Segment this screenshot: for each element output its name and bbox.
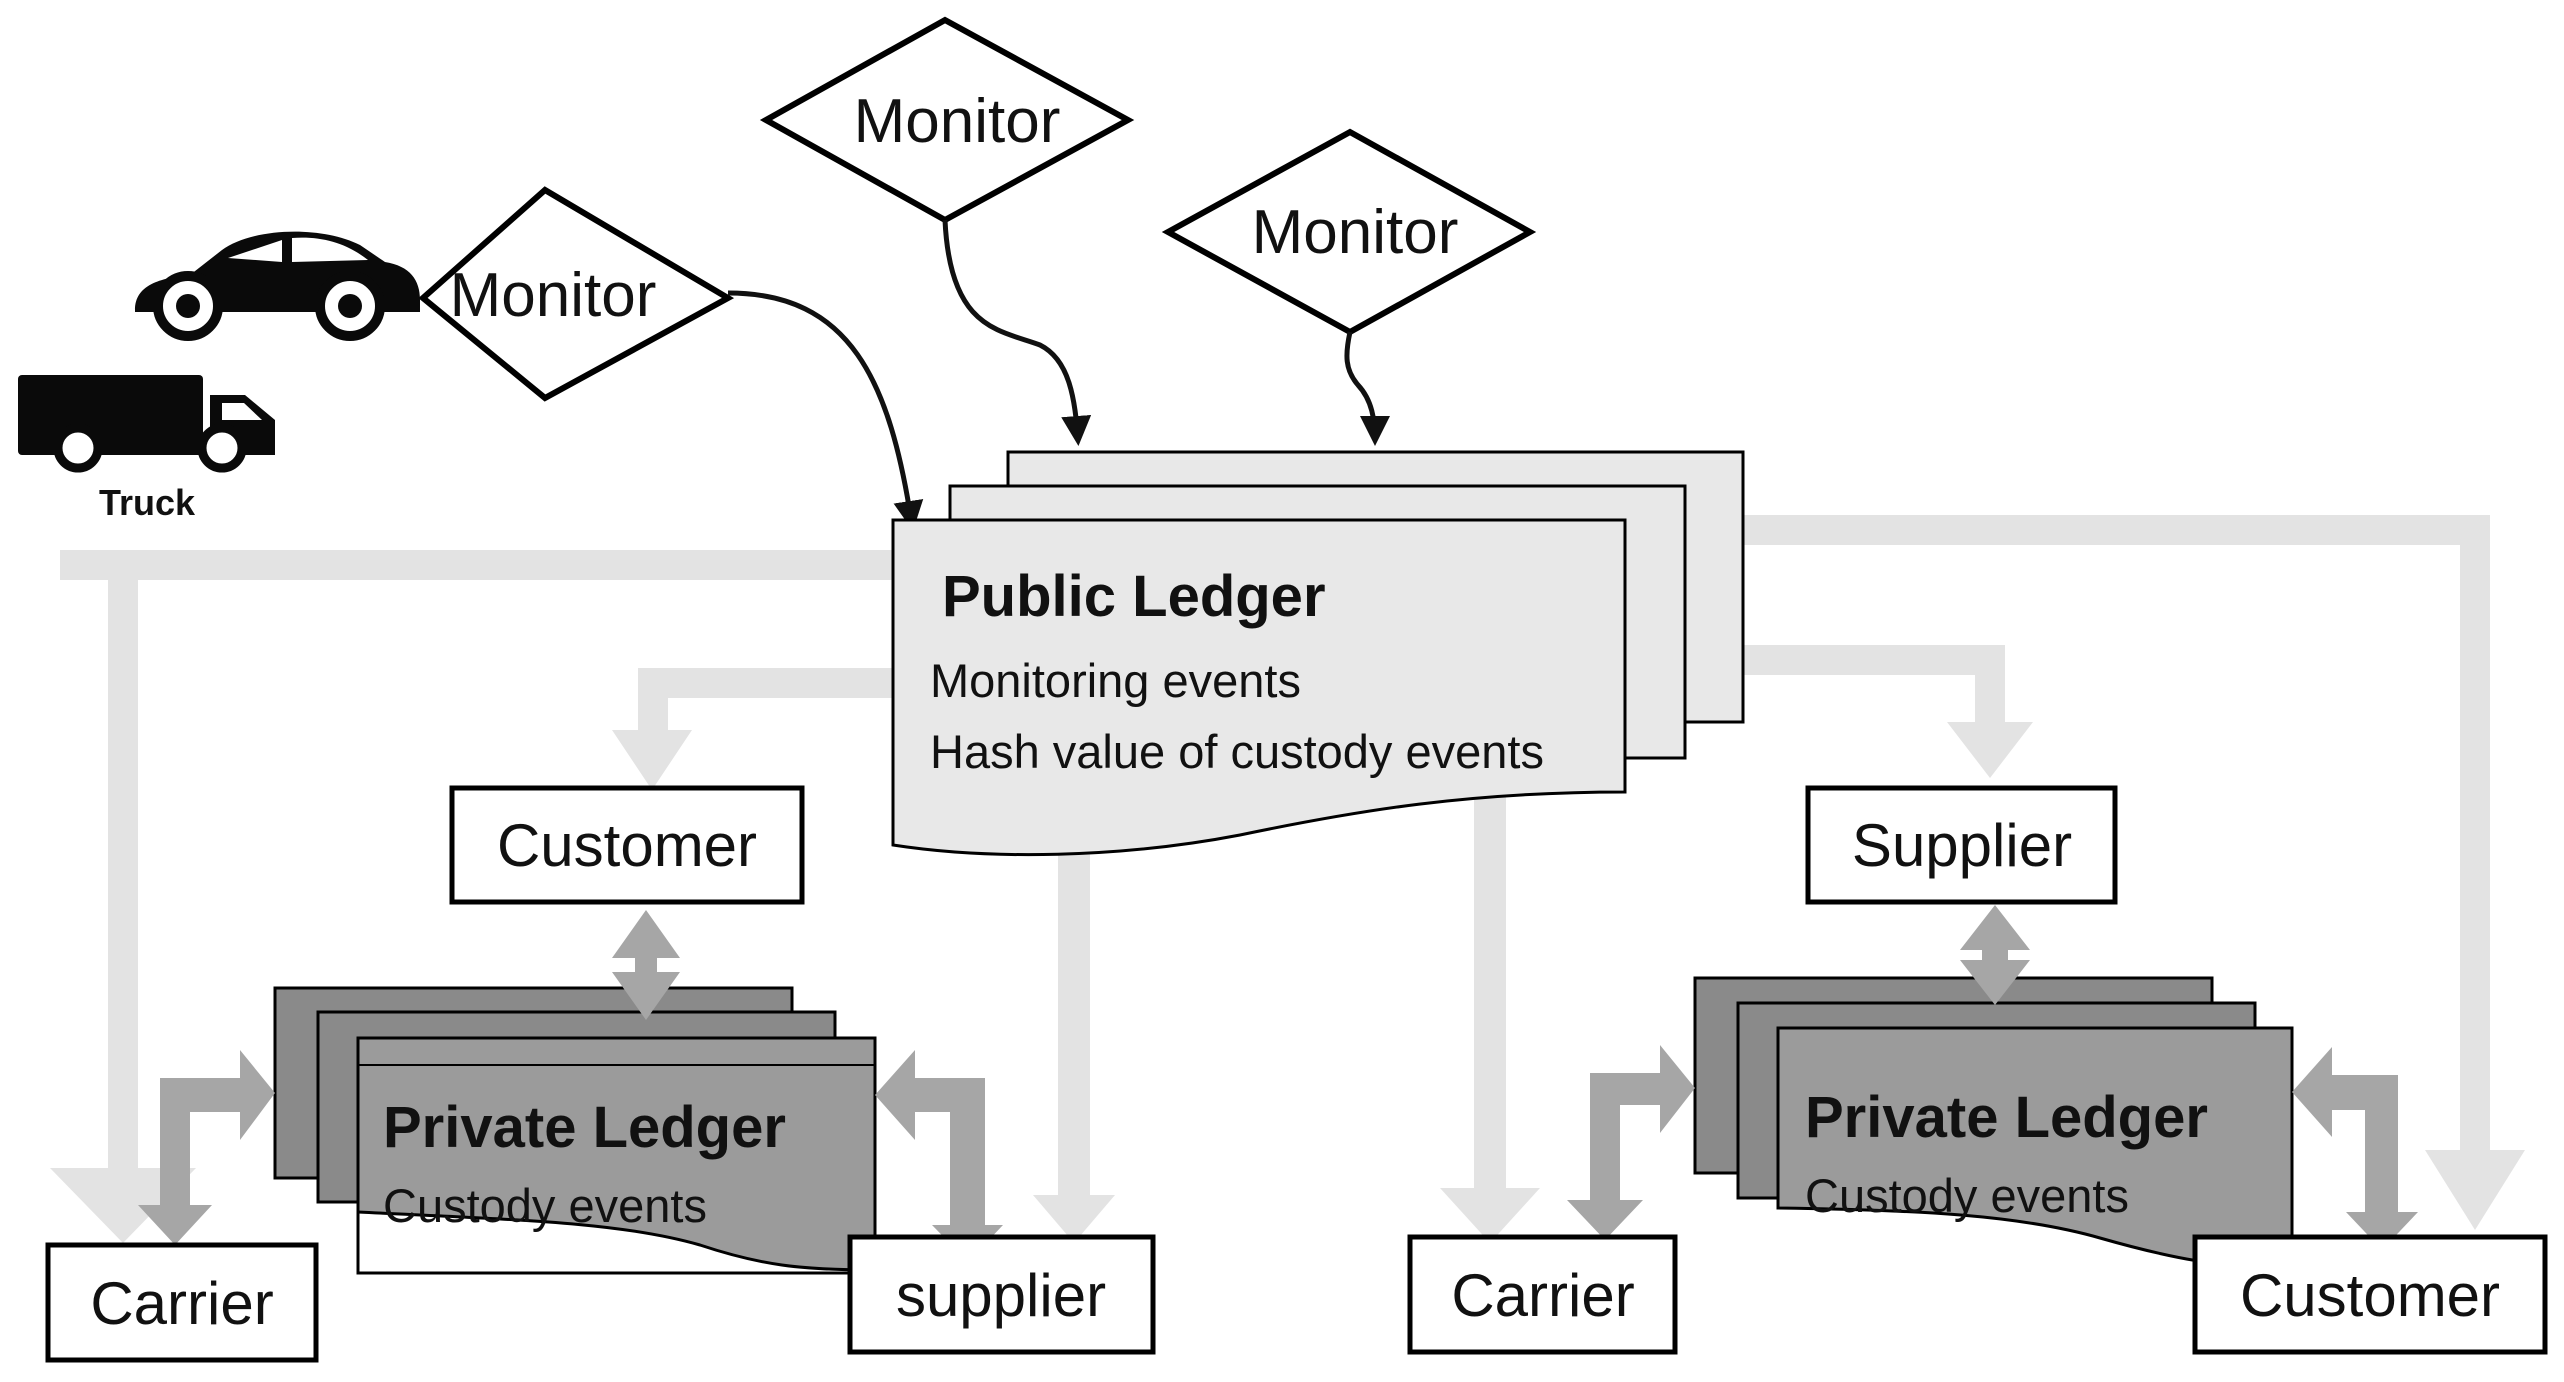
- public-ledger: Public Ledger Monitoring events Hash val…: [891, 450, 1745, 857]
- left-supplier-box: supplier: [847, 1234, 1156, 1355]
- left-customer-label: Customer: [497, 812, 757, 879]
- left-private-ledger: Private Ledger Custody events: [273, 986, 877, 1275]
- public-ledger-title: Public Ledger: [942, 564, 1326, 629]
- arrow-to-left-supplier: [1033, 845, 1115, 1243]
- public-ledger-line-1: Monitoring events: [930, 654, 1301, 707]
- public-ledger-line-2: Hash value of custody events: [930, 725, 1544, 778]
- right-customer-label: Customer: [2240, 1262, 2500, 1329]
- right-supplier-box: Supplier: [1805, 785, 2118, 905]
- arrow-to-left-customer: [612, 668, 900, 790]
- monitor-label-1: Monitor: [450, 261, 657, 330]
- left-customer-box: Customer: [449, 785, 805, 905]
- monitor-node-1: Monitor: [418, 186, 735, 402]
- arrow-to-right-carrier: [1440, 795, 1540, 1243]
- arrow-to-right-customer: [1740, 515, 2525, 1230]
- truck-label: Truck: [99, 482, 196, 523]
- right-private-ledger-title: Private Ledger: [1805, 1085, 2208, 1150]
- monitor-label-3: Monitor: [1252, 198, 1459, 267]
- public-ledger-front-page: [891, 518, 1627, 857]
- arrow-right-ledger-carrier: [1567, 1045, 1695, 1240]
- right-private-arrows: [1567, 905, 2418, 1250]
- arrow-left-ledger-customer: [612, 910, 680, 1020]
- arrow-right-ledger-customer: [2292, 1047, 2418, 1250]
- right-carrier-label: Carrier: [1451, 1262, 1634, 1329]
- left-carrier-box: Carrier: [45, 1242, 319, 1363]
- right-carrier-box: Carrier: [1407, 1234, 1678, 1355]
- left-carrier-label: Carrier: [90, 1270, 273, 1337]
- left-private-ledger-title: Private Ledger: [383, 1095, 786, 1160]
- truck-icon: [18, 375, 275, 473]
- left-private-ledger-subtitle: Custody events: [383, 1179, 707, 1232]
- right-private-ledger-subtitle: Custody events: [1805, 1169, 2129, 1222]
- arrow-to-left-carrier: [50, 550, 900, 1243]
- public-ledger-distribution-arrows: [50, 515, 2525, 1243]
- left-private-ledger-front-page: [356, 1036, 877, 1272]
- connector-monitor-1: [727, 290, 924, 531]
- arrow-right-ledger-supplier: [1960, 905, 2030, 1005]
- arrow-left-ledger-carrier: [138, 1050, 275, 1245]
- monitor-connectors: [727, 219, 1390, 531]
- connector-monitor-3: [1344, 331, 1390, 446]
- car-icon: [135, 231, 420, 341]
- right-private-ledger: Private Ledger Custody events: [1693, 976, 2294, 1270]
- left-private-arrows: [138, 910, 1003, 1262]
- left-supplier-label: supplier: [896, 1262, 1106, 1329]
- connector-monitor-2: [942, 219, 1092, 446]
- right-customer-box: Customer: [2192, 1234, 2548, 1355]
- arrow-left-ledger-supplier: [875, 1050, 1003, 1262]
- arrow-to-right-supplier: [1740, 645, 2033, 778]
- monitor-node-3: Monitor: [1161, 128, 1537, 336]
- monitor-node-2: Monitor: [759, 16, 1135, 224]
- right-supplier-label: Supplier: [1852, 812, 2072, 879]
- monitor-label-2: Monitor: [854, 87, 1061, 156]
